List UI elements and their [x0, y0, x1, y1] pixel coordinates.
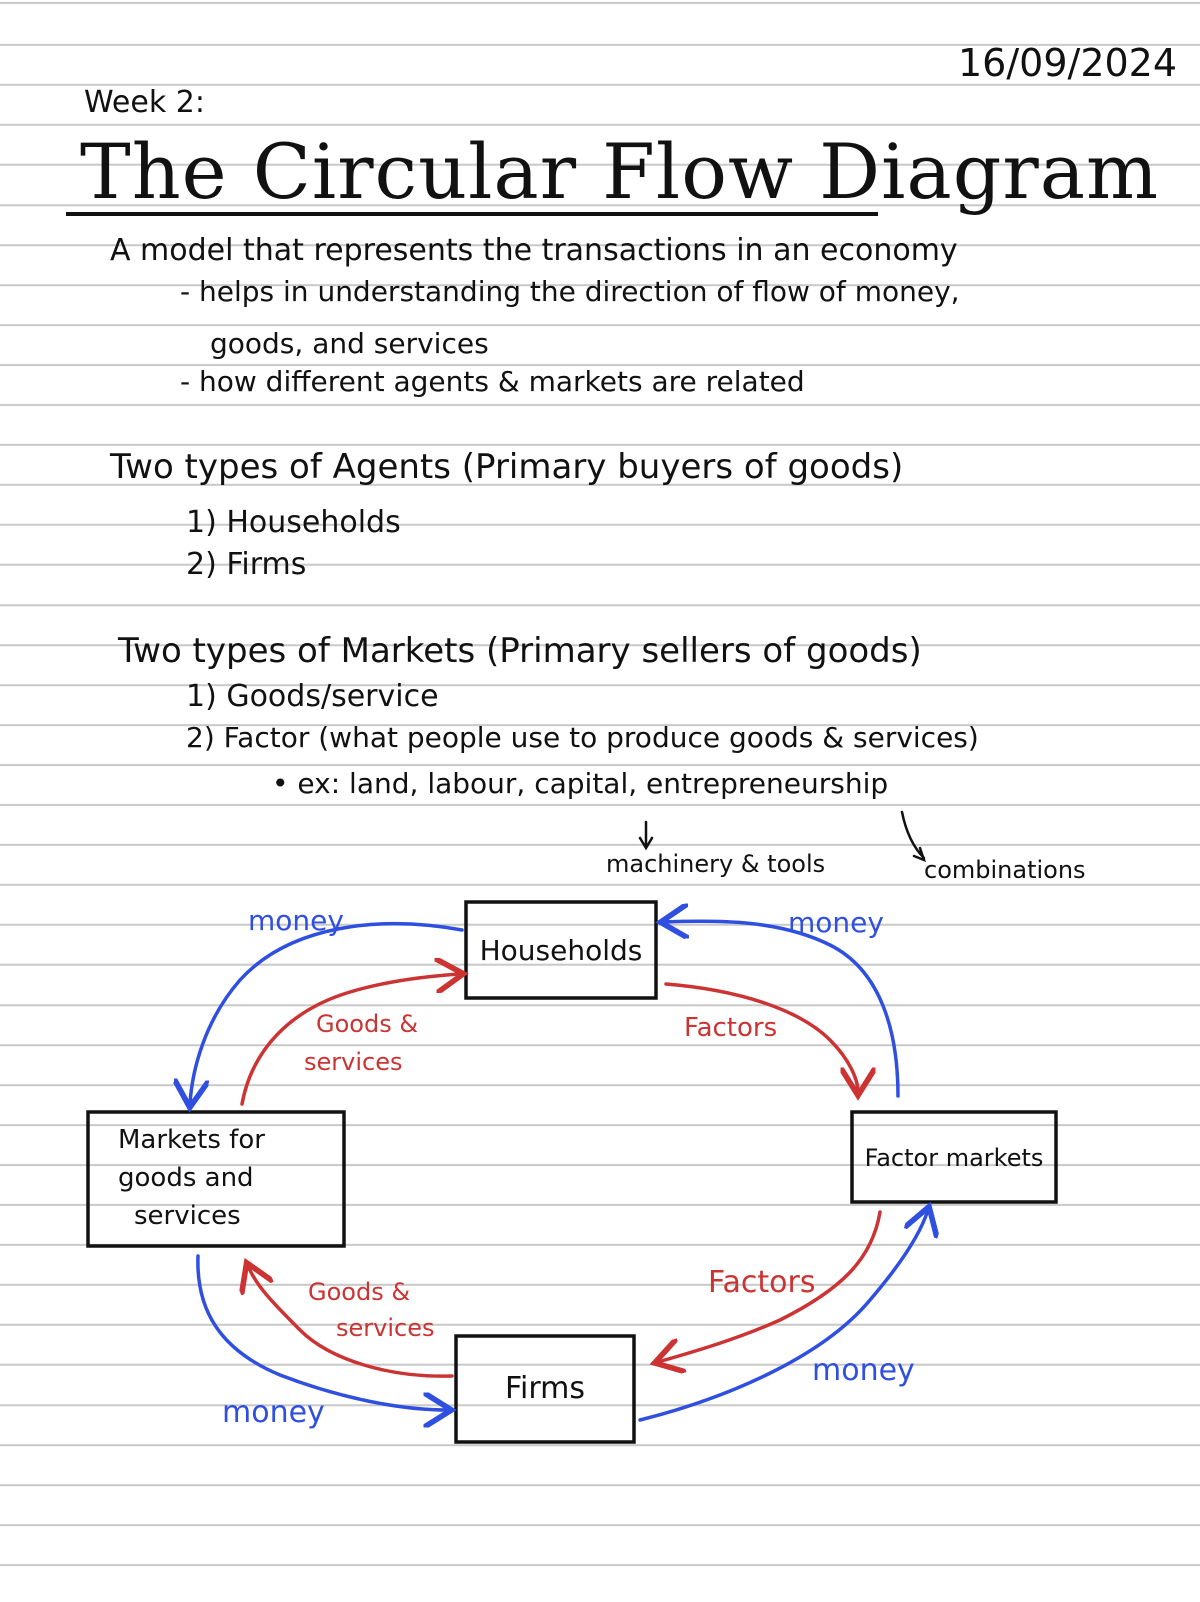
bullet-flow-direction-continued: goods, and services [210, 327, 489, 360]
goods-label-bottom-line-2: services [336, 1314, 434, 1342]
money-flow-households-to-goods-market [190, 922, 464, 1104]
week-label: Week 2: [84, 85, 205, 120]
markets-heading: Two types of Markets (Primary sellers of… [118, 631, 922, 671]
market-item: 2) Factor (what people use to produce go… [186, 721, 979, 754]
market-item: 1) Goods/service [186, 679, 439, 714]
factors-label-bottom: Factors [708, 1265, 815, 1300]
factors-flow-factor-market-to-firms [658, 1210, 882, 1362]
firms-label: Firms [505, 1371, 585, 1406]
goods-flow-goods-market-to-households [240, 974, 460, 1106]
households-label: Households [480, 934, 643, 967]
money-flow-goods-market-to-firms [196, 1254, 448, 1410]
goods-label-bottom-line-1: Goods & [308, 1278, 410, 1306]
page-title: The Circular Flow Diagram [80, 127, 1160, 216]
entrepreneurship-note: combinations [924, 856, 1086, 884]
bullet-flow-direction: - helps in understanding the direction o… [180, 275, 960, 308]
money-label-bottom-left: money [222, 1395, 325, 1430]
goods-label-top-line-1: Goods & [316, 1010, 418, 1038]
title-underline [66, 212, 878, 216]
definition-text: A model that represents the transactions… [110, 233, 958, 268]
goods-market-label-line-2: goods and [118, 1163, 254, 1193]
capital-note: machinery & tools [606, 850, 826, 878]
goods-label-top-line-2: services [304, 1048, 402, 1076]
factors-flow-households-to-factor-market [664, 982, 858, 1092]
households-box [464, 900, 658, 1000]
money-flow-factor-market-to-households [664, 921, 900, 1098]
factor-market-box [850, 1110, 1058, 1204]
money-label-bottom-right: money [812, 1353, 915, 1388]
firms-box [454, 1334, 636, 1444]
money-label-top-left: money [248, 904, 344, 937]
factor-market-label: Factor markets [865, 1144, 1044, 1172]
money-flow-firms-to-factor-market [638, 1210, 928, 1422]
goods-market-box [86, 1110, 346, 1248]
capital-arrow [638, 820, 654, 851]
factor-examples: • ex: land, labour, capital, entrepreneu… [272, 767, 889, 800]
entrepreneurship-arrow [900, 810, 927, 863]
date: 16/09/2024 [958, 41, 1178, 85]
agents-heading: Two types of Agents (Primary buyers of g… [110, 447, 904, 487]
agent-item: 1) Households [186, 505, 401, 540]
goods-flow-firms-to-goods-market [248, 1266, 454, 1378]
goods-market-label-line-3: services [134, 1201, 241, 1231]
money-label-top-right: money [788, 906, 884, 939]
bullet-agents-markets-related: - how different agents & markets are rel… [180, 365, 805, 398]
agent-item: 2) Firms [186, 547, 307, 582]
factors-label-top: Factors [684, 1013, 777, 1043]
goods-market-label-line-1: Markets for [118, 1125, 265, 1155]
